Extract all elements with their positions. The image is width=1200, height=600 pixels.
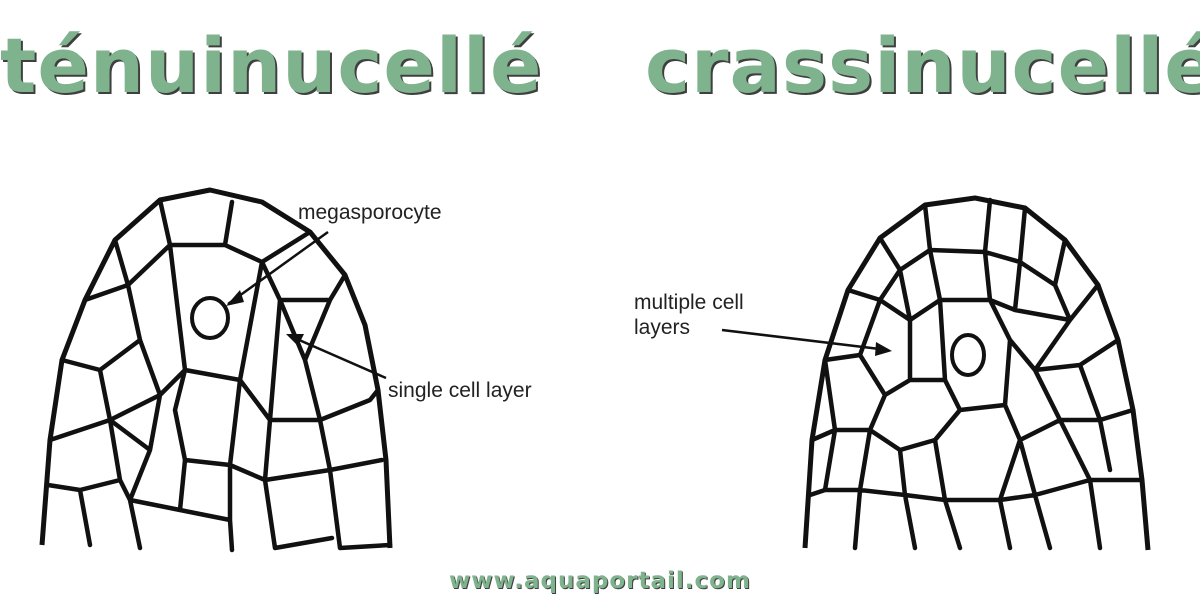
single-layer-arrowhead xyxy=(286,334,304,346)
right-cell-walls xyxy=(807,197,1145,551)
megasporocyte-arrowhead xyxy=(226,290,244,306)
label-multiple-line2: layers xyxy=(634,316,691,340)
title-crassinucellate: crassinucellé xyxy=(645,21,1200,110)
left-cell-walls xyxy=(45,197,393,553)
crassinucellate-nucellus xyxy=(721,195,1151,551)
multiple-layers-arrowhead xyxy=(875,342,892,356)
megasporocyte-pointer xyxy=(227,230,329,306)
label-megasporocyte: megasporocyte xyxy=(298,201,442,224)
multiple-layers-pointer xyxy=(721,328,889,352)
single-layer-pointer xyxy=(289,334,387,380)
left-megasporocyte-nucleus xyxy=(190,296,230,340)
right-nucellus-outline xyxy=(802,195,1151,551)
left-nucellus-outline xyxy=(39,187,393,549)
label-multiple-cell-layers: multiple cell layers xyxy=(634,290,744,340)
title-tenuinucellate: ténuinucellé xyxy=(0,21,543,110)
right-megasporocyte-nucleus xyxy=(950,333,986,377)
label-single-cell-layer: single cell layer xyxy=(388,379,532,402)
label-multiple-line1: multiple cell xyxy=(634,291,744,314)
site-watermark: www.aquaportail.com xyxy=(449,568,751,594)
tenuinucellate-nucellus xyxy=(39,187,393,553)
